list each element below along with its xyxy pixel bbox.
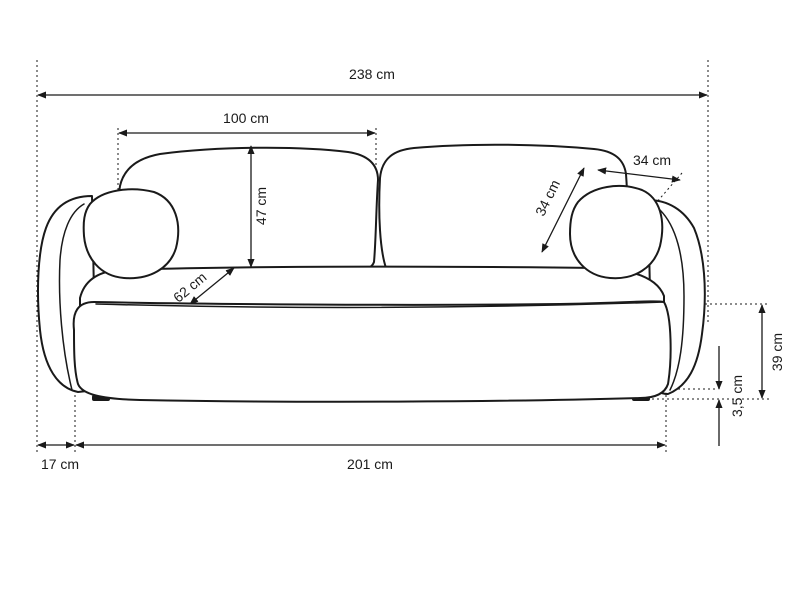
label-overall-width: 238 cm <box>349 66 395 82</box>
label-seat-height: 39 cm <box>769 333 785 371</box>
right-pillow <box>569 185 664 280</box>
dimension-arrows <box>37 91 766 449</box>
label-arm-width: 17 cm <box>41 456 79 472</box>
seat-base <box>72 300 672 403</box>
arrow-pillow-height <box>541 167 585 253</box>
arrow-seat-depth <box>189 267 235 305</box>
seat-cushion <box>79 265 665 307</box>
sofa-drawing <box>37 143 706 403</box>
label-leg-height: 3,5 cm <box>729 375 745 417</box>
label-cushion-height: 47 cm <box>253 187 269 225</box>
left-pillow <box>82 188 180 280</box>
label-pillow-width: 34 cm <box>633 152 671 168</box>
right-arm-inner-line <box>659 209 685 391</box>
seat-front-edge <box>95 301 665 309</box>
label-cushion-width: 100 cm <box>223 110 269 126</box>
left-arm-inner-line <box>58 203 85 391</box>
arrow-pillow-width <box>597 167 681 183</box>
label-seat-width: 201 cm <box>347 456 393 472</box>
